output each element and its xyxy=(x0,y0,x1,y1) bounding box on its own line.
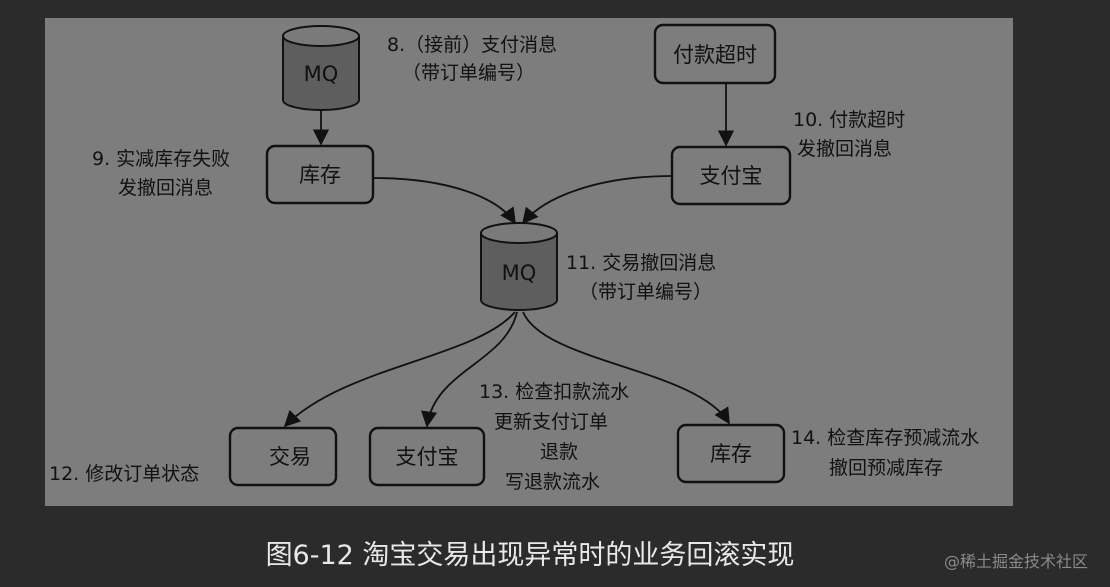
step13-line4: 写退款流水 xyxy=(505,471,600,493)
watermark: @稀土掘金技术社区 xyxy=(943,552,1088,571)
step10-line2: 发撤回消息 xyxy=(797,138,892,160)
edge-mq-to-alipay xyxy=(421,311,518,428)
edge-mq-to-trade xyxy=(283,311,516,428)
step10-line1: 10. 付款超时 xyxy=(793,109,905,131)
mq-middle-label: MQ xyxy=(502,261,537,285)
edge-inventory-to-mq xyxy=(372,177,516,225)
mq-middle-cylinder: MQ xyxy=(480,222,558,311)
step9-line1: 9. 实减库存失败 xyxy=(92,148,230,170)
step11-line1: 11. 交易撤回消息 xyxy=(566,252,716,274)
mq-top-label: MQ xyxy=(304,62,339,86)
step13-line1: 13. 检查扣款流水 xyxy=(479,381,629,403)
step14-line2: 撤回预减库存 xyxy=(829,457,943,479)
step14-line1: 14. 检查库存预减流水 xyxy=(791,427,979,449)
figure-caption: 图6-12 淘宝交易出现异常时的业务回滚实现 xyxy=(265,540,795,571)
alipay-top-label: 支付宝 xyxy=(700,164,763,188)
step13-line3: 退款 xyxy=(540,441,578,463)
payment-timeout-node: 付款超时 xyxy=(653,23,777,85)
payment-timeout-label: 付款超时 xyxy=(673,43,757,67)
step8-line1: 8.（接前）支付消息 xyxy=(387,34,557,56)
inventory-bottom-node: 库存 xyxy=(676,423,786,484)
diagram-figure: MQ 付款超时 库存 支付宝 MQ 交易 支付宝 库存 8.（接前）支付 xyxy=(45,18,1013,506)
alipay-bottom-node: 支付宝 xyxy=(368,426,486,487)
step12: 12. 修改订单状态 xyxy=(49,463,199,485)
trade-node: 交易 xyxy=(228,426,338,487)
step8-line2: （带订单编号） xyxy=(402,62,535,84)
edge-alipay-to-mq xyxy=(521,175,673,225)
alipay-top-node: 支付宝 xyxy=(670,145,792,206)
inventory-bottom-label: 库存 xyxy=(710,442,752,466)
mq-top-cylinder: MQ xyxy=(282,25,360,111)
edge-mq-to-inventory-bottom xyxy=(522,311,730,425)
alipay-bottom-label: 支付宝 xyxy=(396,445,459,469)
step11-line2: （带订单编号） xyxy=(579,281,712,303)
rollback-flow-diagram: MQ 付款超时 库存 支付宝 MQ 交易 支付宝 库存 8.（接前）支付 xyxy=(49,23,979,493)
inventory-top-label: 库存 xyxy=(299,163,341,187)
inventory-top-node: 库存 xyxy=(265,144,375,205)
trade-label: 交易 xyxy=(269,445,311,469)
step13-line2: 更新支付订单 xyxy=(494,411,608,433)
step9-line2: 发撤回消息 xyxy=(118,177,213,199)
